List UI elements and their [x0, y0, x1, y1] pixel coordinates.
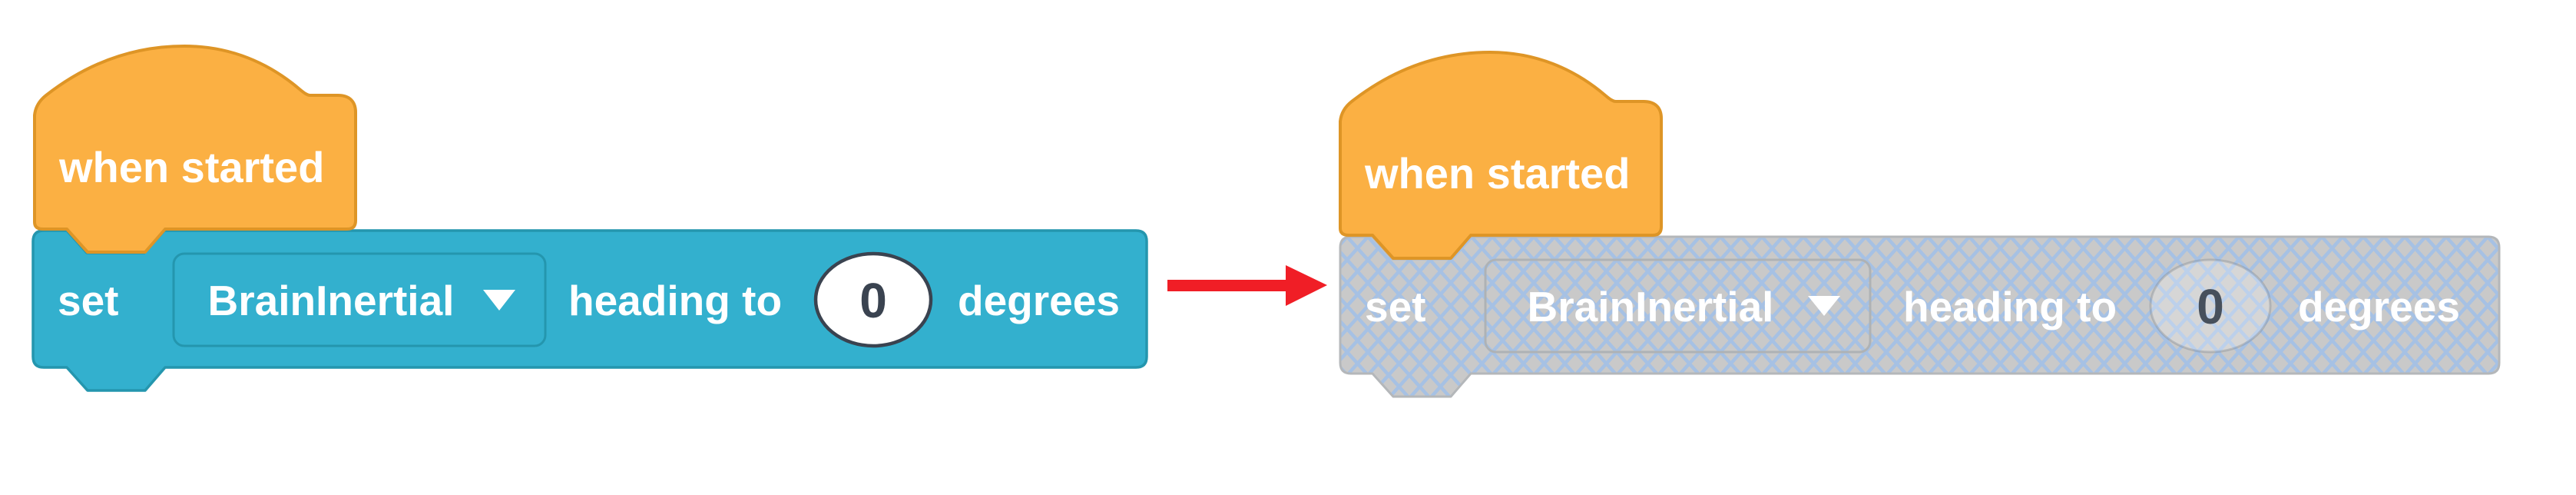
degrees-label: degrees: [958, 277, 1120, 324]
heading-value-input[interactable]: [813, 251, 933, 348]
arrow-head-icon: [1286, 265, 1327, 306]
set-heading-block-disabled: [1339, 235, 2501, 398]
transition-arrow: [1167, 265, 1327, 306]
device-dropdown-value: BrainInertial: [208, 277, 455, 324]
heading-to-label: heading to: [1903, 283, 2117, 331]
right-script: when started set BrainInertial heading t…: [1339, 51, 2501, 398]
when-started-hat-block[interactable]: [33, 45, 357, 254]
arrow-shaft: [1167, 280, 1289, 291]
heading-value-input-disabled: [2149, 258, 2272, 354]
when-started-label: when started: [1364, 149, 1630, 198]
heading-to-label: heading to: [568, 277, 782, 324]
set-label: set: [1365, 283, 1426, 331]
device-dropdown-disabled: [1484, 258, 1872, 354]
left-script: when started set BrainInertial heading t…: [31, 45, 1148, 392]
when-started-hat-block[interactable]: [1339, 51, 1663, 260]
set-label: set: [58, 277, 119, 324]
device-dropdown[interactable]: [172, 252, 547, 347]
dropdown-arrow-icon[interactable]: [483, 290, 515, 311]
heading-value: 0: [2197, 279, 2224, 334]
heading-value: 0: [859, 273, 887, 328]
when-started-label: when started: [58, 143, 324, 191]
device-dropdown-value: BrainInertial: [1528, 283, 1774, 331]
dropdown-arrow-icon: [1808, 296, 1840, 316]
degrees-label: degrees: [2298, 283, 2460, 331]
